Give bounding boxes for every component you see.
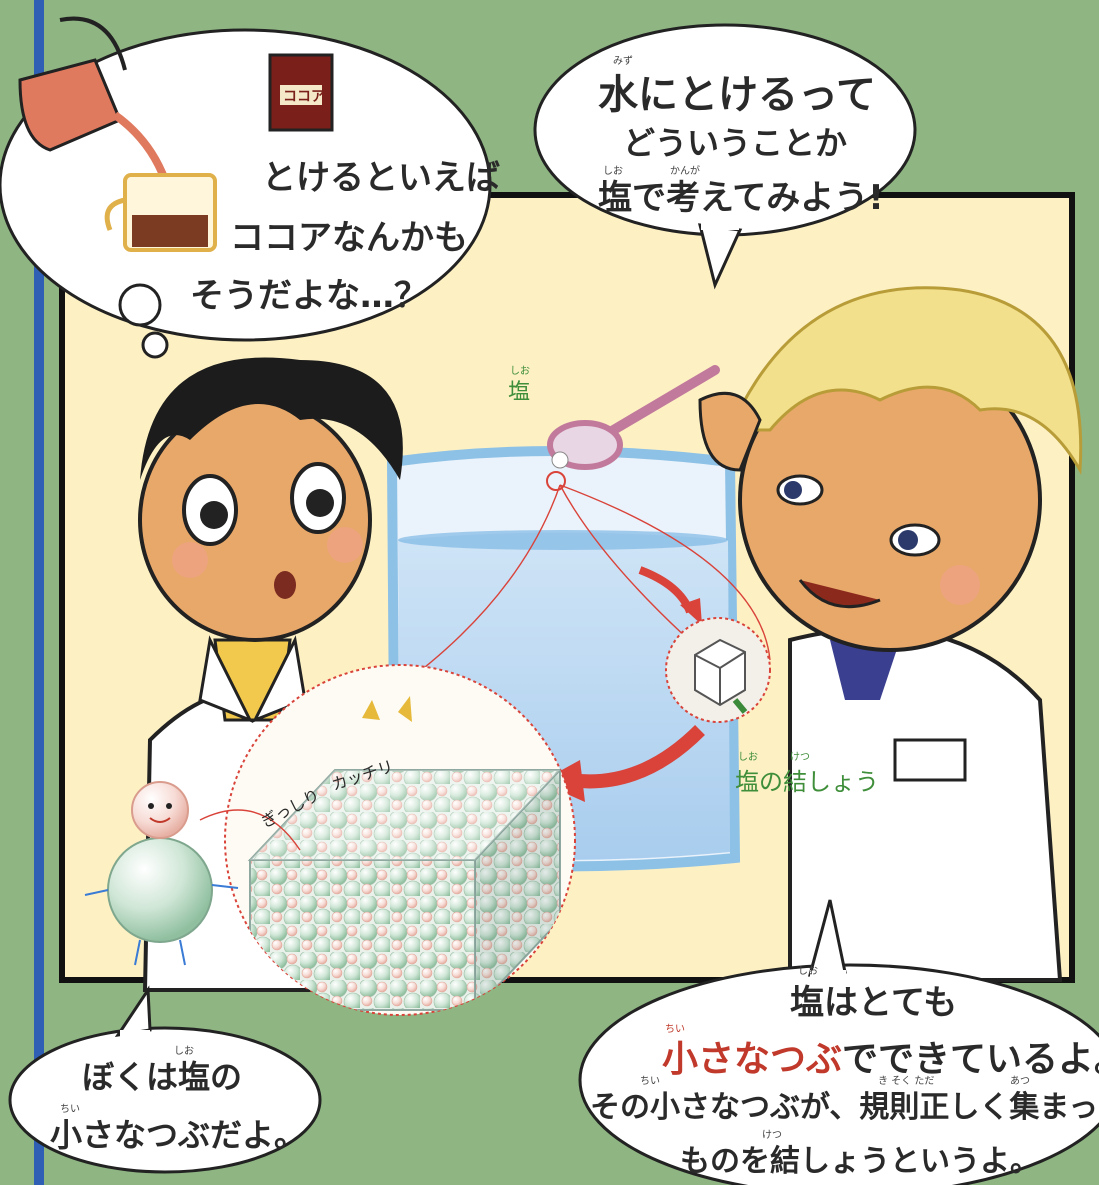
scientist-character: [698, 286, 1083, 982]
ruby-left-shio: しお: [174, 1046, 194, 1057]
salt-label: 塩: [508, 380, 531, 405]
top-bubble-line-2: どういうことか: [623, 124, 848, 162]
ruby-kisoku: き そく ただ: [878, 1076, 935, 1087]
thought-line-2: ココアなんかも: [230, 218, 468, 258]
ruby-crystal-ketsu: けつ: [790, 752, 810, 763]
top-bubble-line-3: 塩で考えてみよう!: [598, 178, 884, 218]
ruby-kanga: かんが: [670, 166, 700, 177]
right-bubble-line-3: その小さなつぶが、規則正しく集まった: [590, 1090, 1099, 1125]
highlight-small-particles: 小さなつぶ: [662, 1039, 843, 1080]
ruby-mizu: みず: [613, 56, 633, 67]
right-bubble-line-1: 塩はとても: [790, 983, 958, 1023]
ruby-left-chii: ちい: [60, 1104, 80, 1115]
left-stripe: [34, 0, 44, 1185]
ruby-atsu: あつ: [1010, 1076, 1030, 1087]
spoon: [546, 365, 720, 491]
ruby-right-chii2: ちい: [640, 1076, 660, 1087]
right-bubble-line-2: 小さなつぶでできているよ。: [662, 1030, 1099, 1082]
top-speech-bubble: [533, 23, 917, 290]
left-speech-bubble: [8, 985, 322, 1174]
ruby-right-chii: ちい: [665, 1024, 685, 1035]
top-bubble-line-1: 水にとけるって: [598, 72, 876, 118]
thought-line-1: とけるといえば: [262, 158, 500, 198]
right-bubble-line-2-rest: でできているよ。: [842, 1039, 1099, 1080]
cocoa-can-label: ココア: [283, 89, 325, 105]
ruby-shio-top: しお: [603, 166, 623, 177]
right-bubble-line-4: ものを結しょうというよ。: [680, 1144, 1040, 1179]
arrow-zoom: [569, 725, 705, 789]
right-speech-bubble: [578, 899, 1099, 1185]
thought-bubble: [0, 16, 492, 359]
thought-line-3: そうだよな…？: [190, 276, 428, 316]
ruby-crystal-shio: しお: [738, 752, 758, 763]
left-bubble-line-2: 小さなつぶだよ。: [50, 1116, 307, 1154]
ruby-salt: しお: [510, 366, 530, 377]
salt-particle-mascot: [84, 781, 301, 966]
crystal-lattice-zoom: [224, 664, 576, 1016]
salt-crystal-label: 塩の結しょう: [735, 768, 879, 796]
left-bubble-line-1: ぼくは塩の: [82, 1058, 243, 1096]
ruby-right-ketsu: けつ: [762, 1130, 782, 1141]
ruby-right-shio: しお: [798, 966, 818, 977]
